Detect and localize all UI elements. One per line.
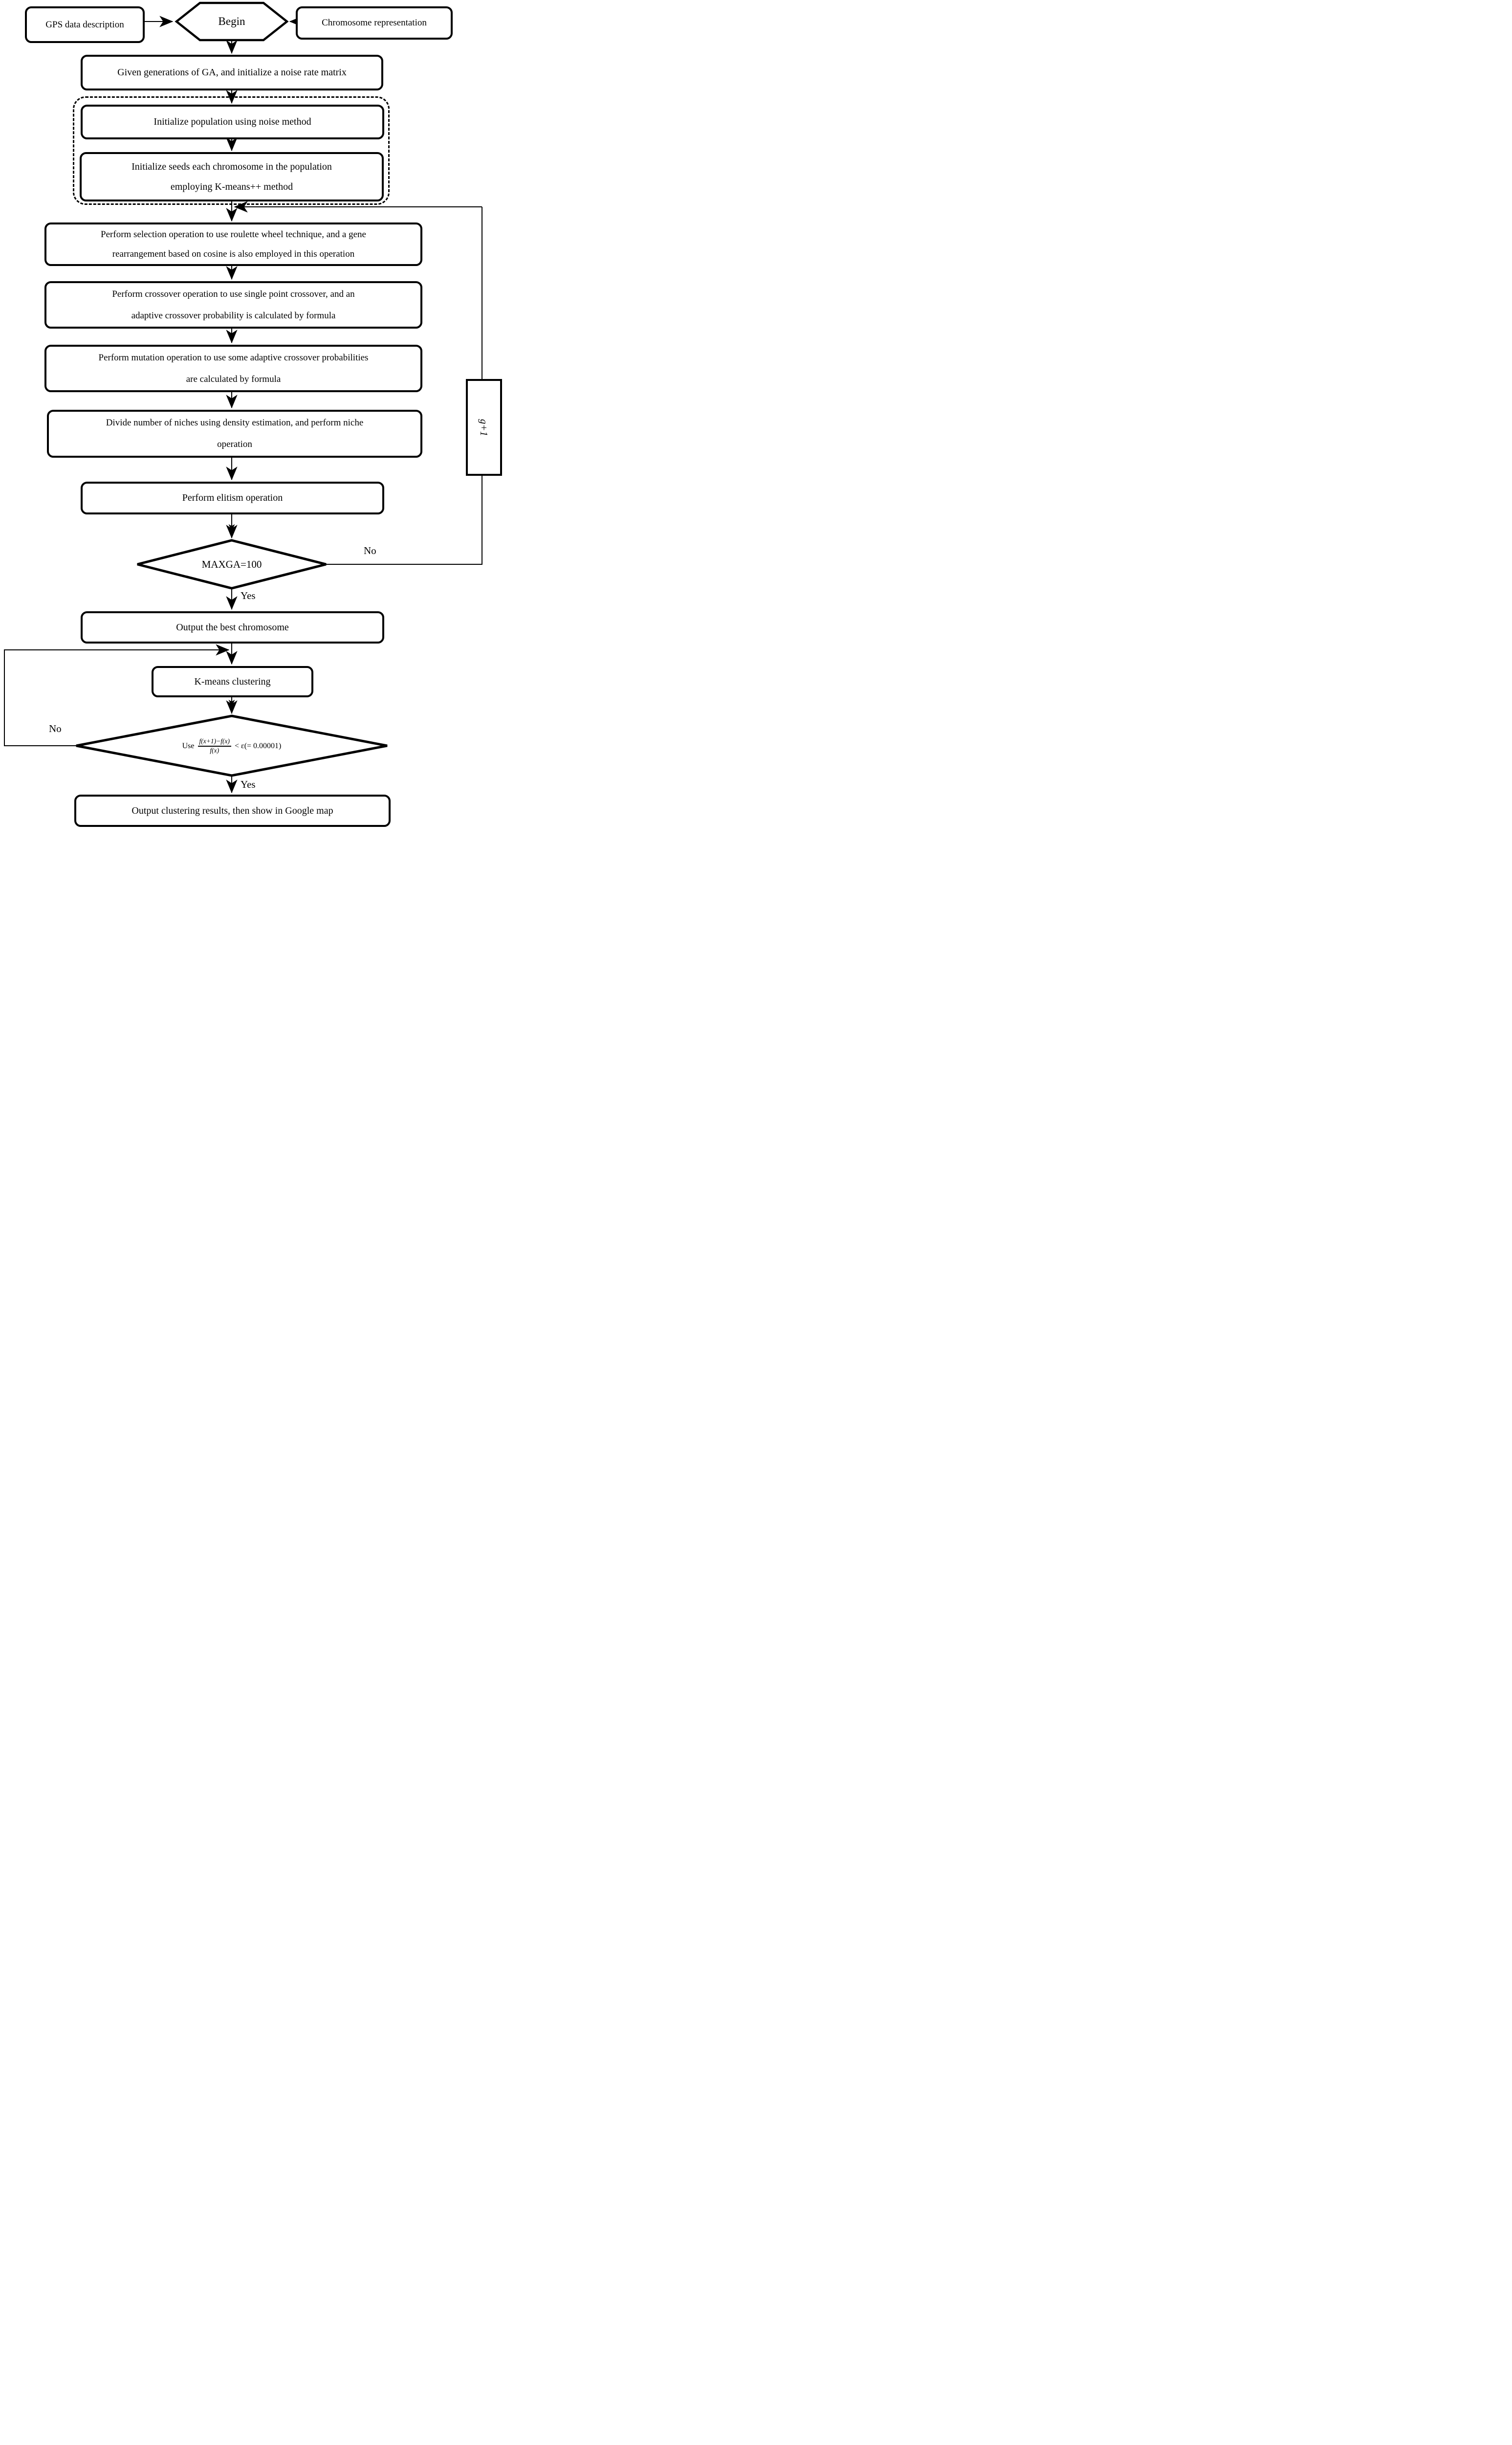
connector-maxga-no-loop bbox=[326, 207, 482, 565]
node-label: Chromosome representation bbox=[322, 18, 427, 28]
node-selection-operation: Perform selection operation to use roule… bbox=[44, 222, 422, 266]
epsilon-diamond bbox=[76, 714, 388, 777]
edge-label-epsilon-no: No bbox=[49, 723, 62, 734]
node-gps-data-description: GPS data description bbox=[25, 6, 145, 43]
edge-label-epsilon-yes: Yes bbox=[241, 778, 256, 790]
connector-epsilon-no-loop bbox=[4, 644, 230, 746]
node-label: Initialize population using noise method bbox=[153, 116, 311, 127]
node-label: K-means clustering bbox=[194, 676, 271, 687]
node-label: GPS data description bbox=[45, 19, 124, 30]
node-label-line2: are calculated by formula bbox=[186, 374, 281, 384]
node-label-line2: employing K-means++ method bbox=[170, 181, 293, 192]
node-label-line2: rearrangement based on cosine is also em… bbox=[112, 248, 355, 259]
node-label-line1: Divide number of niches using density es… bbox=[106, 418, 364, 428]
connector-layer bbox=[4, 1, 482, 794]
node-elitism-operation: Perform elitism operation bbox=[81, 482, 384, 514]
begin-hexagon bbox=[175, 1, 289, 42]
node-label-line1: Perform mutation operation to use some a… bbox=[98, 352, 369, 363]
node-niche-operation: Divide number of niches using density es… bbox=[47, 410, 422, 458]
edge-label-maxga-yes: Yes bbox=[241, 590, 256, 601]
node-kmeans-clustering: K-means clustering bbox=[152, 666, 313, 697]
node-output-clustering-results: Output clustering results, then show in … bbox=[74, 795, 391, 827]
node-initialize-seeds: Initialize seeds each chromosome in the … bbox=[80, 152, 384, 201]
node-label: Given generations of GA, and initialize … bbox=[117, 67, 347, 78]
node-label-line2: operation bbox=[217, 439, 252, 449]
node-label-line2: adaptive crossover probability is calcul… bbox=[131, 310, 336, 321]
node-crossover-operation: Perform crossover operation to use singl… bbox=[44, 281, 422, 329]
flowchart-canvas: GPS data description Begin Chromosome re… bbox=[0, 0, 504, 832]
maxga-diamond bbox=[137, 539, 327, 590]
node-generation-increment: g+1 bbox=[466, 379, 502, 476]
node-label: Output clustering results, then show in … bbox=[131, 805, 333, 816]
node-given-generations: Given generations of GA, and initialize … bbox=[81, 55, 383, 90]
arrowhead-extra-epsilon bbox=[228, 700, 235, 707]
node-label: g+1 bbox=[478, 419, 490, 436]
node-chromosome-representation: Chromosome representation bbox=[296, 6, 453, 40]
node-label: Output the best chromosome bbox=[176, 622, 289, 633]
node-initialize-population: Initialize population using noise method bbox=[81, 105, 384, 139]
edge-label-maxga-no: No bbox=[364, 545, 376, 556]
node-label: Perform elitism operation bbox=[182, 492, 283, 503]
node-label-line1: Initialize seeds each chromosome in the … bbox=[131, 161, 332, 172]
node-label-line1: Perform crossover operation to use singl… bbox=[112, 289, 355, 299]
arrowhead-extra-maxga bbox=[228, 524, 235, 531]
node-output-best-chromosome: Output the best chromosome bbox=[81, 611, 384, 644]
node-mutation-operation: Perform mutation operation to use some a… bbox=[44, 345, 422, 392]
node-label-line1: Perform selection operation to use roule… bbox=[101, 229, 366, 240]
